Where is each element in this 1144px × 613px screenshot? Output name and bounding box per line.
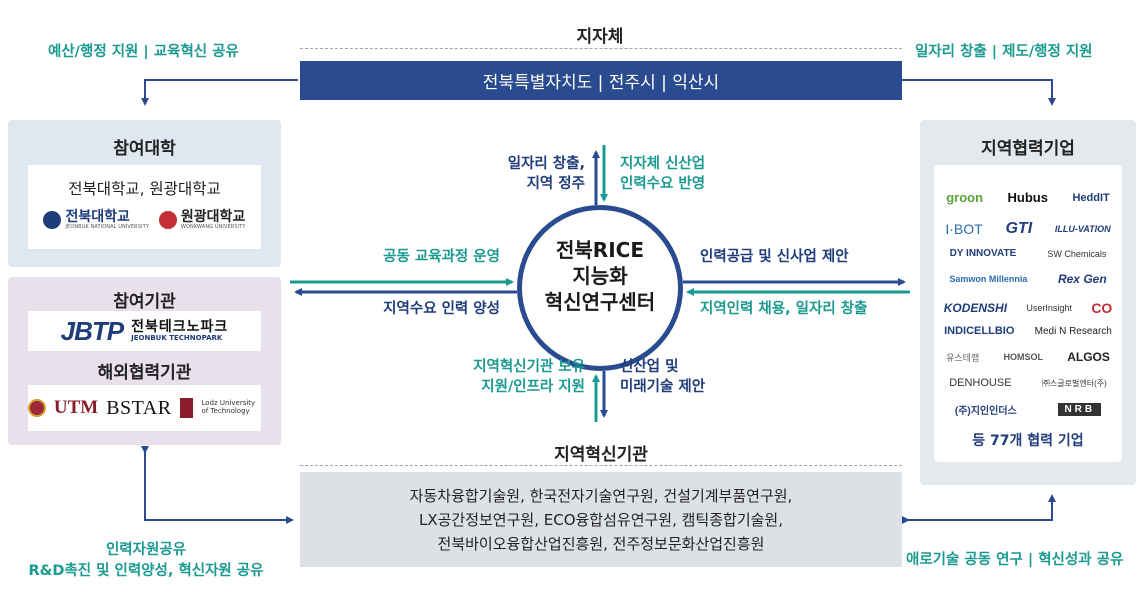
lodz-logo: Lodz University of Technology <box>201 399 256 415</box>
top-title: 지자체 <box>576 27 624 47</box>
label-right-bottom: 지역인력 채용, 일자리 창출 <box>700 301 868 317</box>
company-logo: ㈜스글로벌엔터(주) <box>1041 378 1107 388</box>
label-bottom-right: 신산업 및 미래기술 제안 <box>620 359 706 395</box>
overseas-title: 해외협력기관 <box>97 363 192 383</box>
company-logo: DENHOUSE <box>949 377 1012 389</box>
company-logo: HeddIT <box>1072 191 1110 204</box>
university-names: 전북대학교, 원광대학교 <box>68 180 221 198</box>
company-logo: (주)지인인더스 <box>954 406 1017 417</box>
jbtp-logo-card: JBTP 전북테크노파크 JEONBUK TECHNOPARK <box>28 311 261 351</box>
jbnu-logo-name: 전북대학교 <box>65 209 130 225</box>
center-line-1: 전북RICE <box>556 238 644 262</box>
jbnu-emblem-icon <box>43 211 62 229</box>
company-row: I·BOT GTI ILLU-VATION <box>934 220 1122 238</box>
institution-line: 전북바이오융합산업진흥원, 전주정보문화산업진흥원 <box>437 535 765 553</box>
center-circle <box>517 205 683 371</box>
company-logo: 유스테랩 <box>946 352 980 363</box>
utm-emblem-icon <box>28 399 46 417</box>
company-logo: Samwon Millennia <box>949 274 1028 284</box>
company-logo: NRB <box>1058 403 1102 416</box>
label-right-top: 인력공급 및 신사업 제안 <box>700 249 849 265</box>
company-logo: ILLU-VATION <box>1054 224 1111 234</box>
jbtp-english-name: JEONBUK TECHNOPARK <box>131 333 223 342</box>
company-logo: SW Chemicals <box>1047 248 1107 259</box>
label-top-left: 일자리 창출, 지역 정주 <box>507 156 585 192</box>
company-row: DENHOUSE ㈜스글로벌엔터(주) <box>934 377 1122 389</box>
top-left-label: 예산/행정 지원 | 교육혁신 공유 <box>48 44 239 60</box>
institution-line: LX공간정보연구원, ECO융합섬유연구원, 캠틱종합기술원, <box>418 511 784 529</box>
center-line-3: 혁신연구센터 <box>544 290 656 314</box>
company-row: DY INNOVATE SW Chemicals <box>934 248 1122 259</box>
company-logo: KODENSHI <box>943 301 1008 315</box>
institution-line: 자동차융합기술원, 한국전자기술연구원, 건설기계부품연구원, <box>409 487 793 505</box>
label-top-right: 지자체 신산업 인력수요 반영 <box>620 156 706 192</box>
company-row: (주)지인인더스 NRB <box>934 402 1122 417</box>
wku-logo-name: 원광대학교 <box>180 209 246 225</box>
institution-title: 참여기관 <box>113 292 176 312</box>
top-divider <box>300 48 902 49</box>
company-logo: GTI <box>1005 220 1033 237</box>
arrow-bottom-left <box>141 446 294 524</box>
bstar-logo: BSTAR <box>106 396 172 419</box>
company-logo: ALGOS <box>1067 350 1110 364</box>
company-count: 등 77개 협력 기업 <box>972 433 1084 449</box>
company-row: INDICELLBIO Medi N Research <box>934 325 1122 337</box>
jbtp-mark: JBTP <box>60 315 124 346</box>
university-card <box>28 165 261 249</box>
jbnu-logo-sub: JEONBUK NATIONAL UNIVERSITY <box>65 224 149 230</box>
company-logo: HOMSOL <box>1003 352 1043 362</box>
wku-emblem-icon <box>158 211 177 229</box>
bottom-left-label-1: 인력자원공유 <box>105 542 187 558</box>
center-line-2: 지능화 <box>572 264 628 288</box>
company-row: 유스테랩 HOMSOL ALGOS <box>934 350 1122 364</box>
arrow-top-left <box>141 79 298 106</box>
label-left-top: 공동 교육과정 운영 <box>383 249 500 265</box>
company-logo: Medi N Research <box>1034 325 1112 337</box>
company-logo: DY INNOVATE <box>949 248 1017 259</box>
overseas-logo-card: UTM BSTAR Lodz University of Technology <box>28 385 261 431</box>
bottom-title: 지역혁신기관 <box>554 445 648 465</box>
company-row: groon Hubus HeddIT <box>934 190 1122 205</box>
bottom-right-label: 애로기술 공동 연구 | 혁신성과 공유 <box>906 552 1124 568</box>
jbtp-korean-name: 전북테크노파크 <box>131 318 229 335</box>
bottom-left-label-2: R&D촉진 및 인력양성, 혁신자원 공유 <box>28 563 264 579</box>
wku-logo: 원광대학교 WONKWANG UNIVERSITY <box>158 209 246 230</box>
company-logo: Hubus <box>1007 190 1048 205</box>
center-title: 전북RICE 지능화 혁신연구센터 <box>517 237 683 315</box>
label-bottom-left: 지역혁신기관 보유 지원/인프라 지원 <box>473 359 585 395</box>
local-government-bar: 전북특별자치도 | 전주시 | 익산시 <box>300 61 902 100</box>
lodz-emblem-icon <box>179 398 194 418</box>
utm-logo: UTM <box>53 397 99 418</box>
company-logo: INDICELLBIO <box>944 325 1015 337</box>
innovation-institutions-box: 자동차융합기술원, 한국전자기술연구원, 건설기계부품연구원, LX공간정보연구… <box>300 472 902 567</box>
top-right-label: 일자리 창출 | 제도/행정 지원 <box>915 44 1093 60</box>
company-logo: CO <box>1091 300 1113 316</box>
company-logo: Rex Gen <box>1057 272 1107 286</box>
company-logo: UserInsight <box>1026 303 1072 313</box>
company-row: Samwon Millennia Rex Gen <box>934 272 1122 286</box>
company-logo: groon <box>946 190 984 205</box>
university-logos: 전북대학교 JEONBUK NATIONAL UNIVERSITY 원광대학교 … <box>28 210 261 230</box>
jbnu-logo: 전북대학교 JEONBUK NATIONAL UNIVERSITY <box>43 209 149 230</box>
arrow-top-right <box>902 79 1056 106</box>
company-logo: I·BOT <box>945 221 983 237</box>
bottom-divider <box>300 465 902 466</box>
company-row: KODENSHI UserInsight CO <box>934 300 1122 316</box>
company-title: 지역협력기업 <box>981 139 1075 159</box>
label-left-bottom: 지역수요 인력 양성 <box>383 301 500 317</box>
wku-logo-sub: WONKWANG UNIVERSITY <box>180 224 246 230</box>
arrow-bottom-right <box>902 494 1056 524</box>
university-title: 참여대학 <box>113 139 176 159</box>
